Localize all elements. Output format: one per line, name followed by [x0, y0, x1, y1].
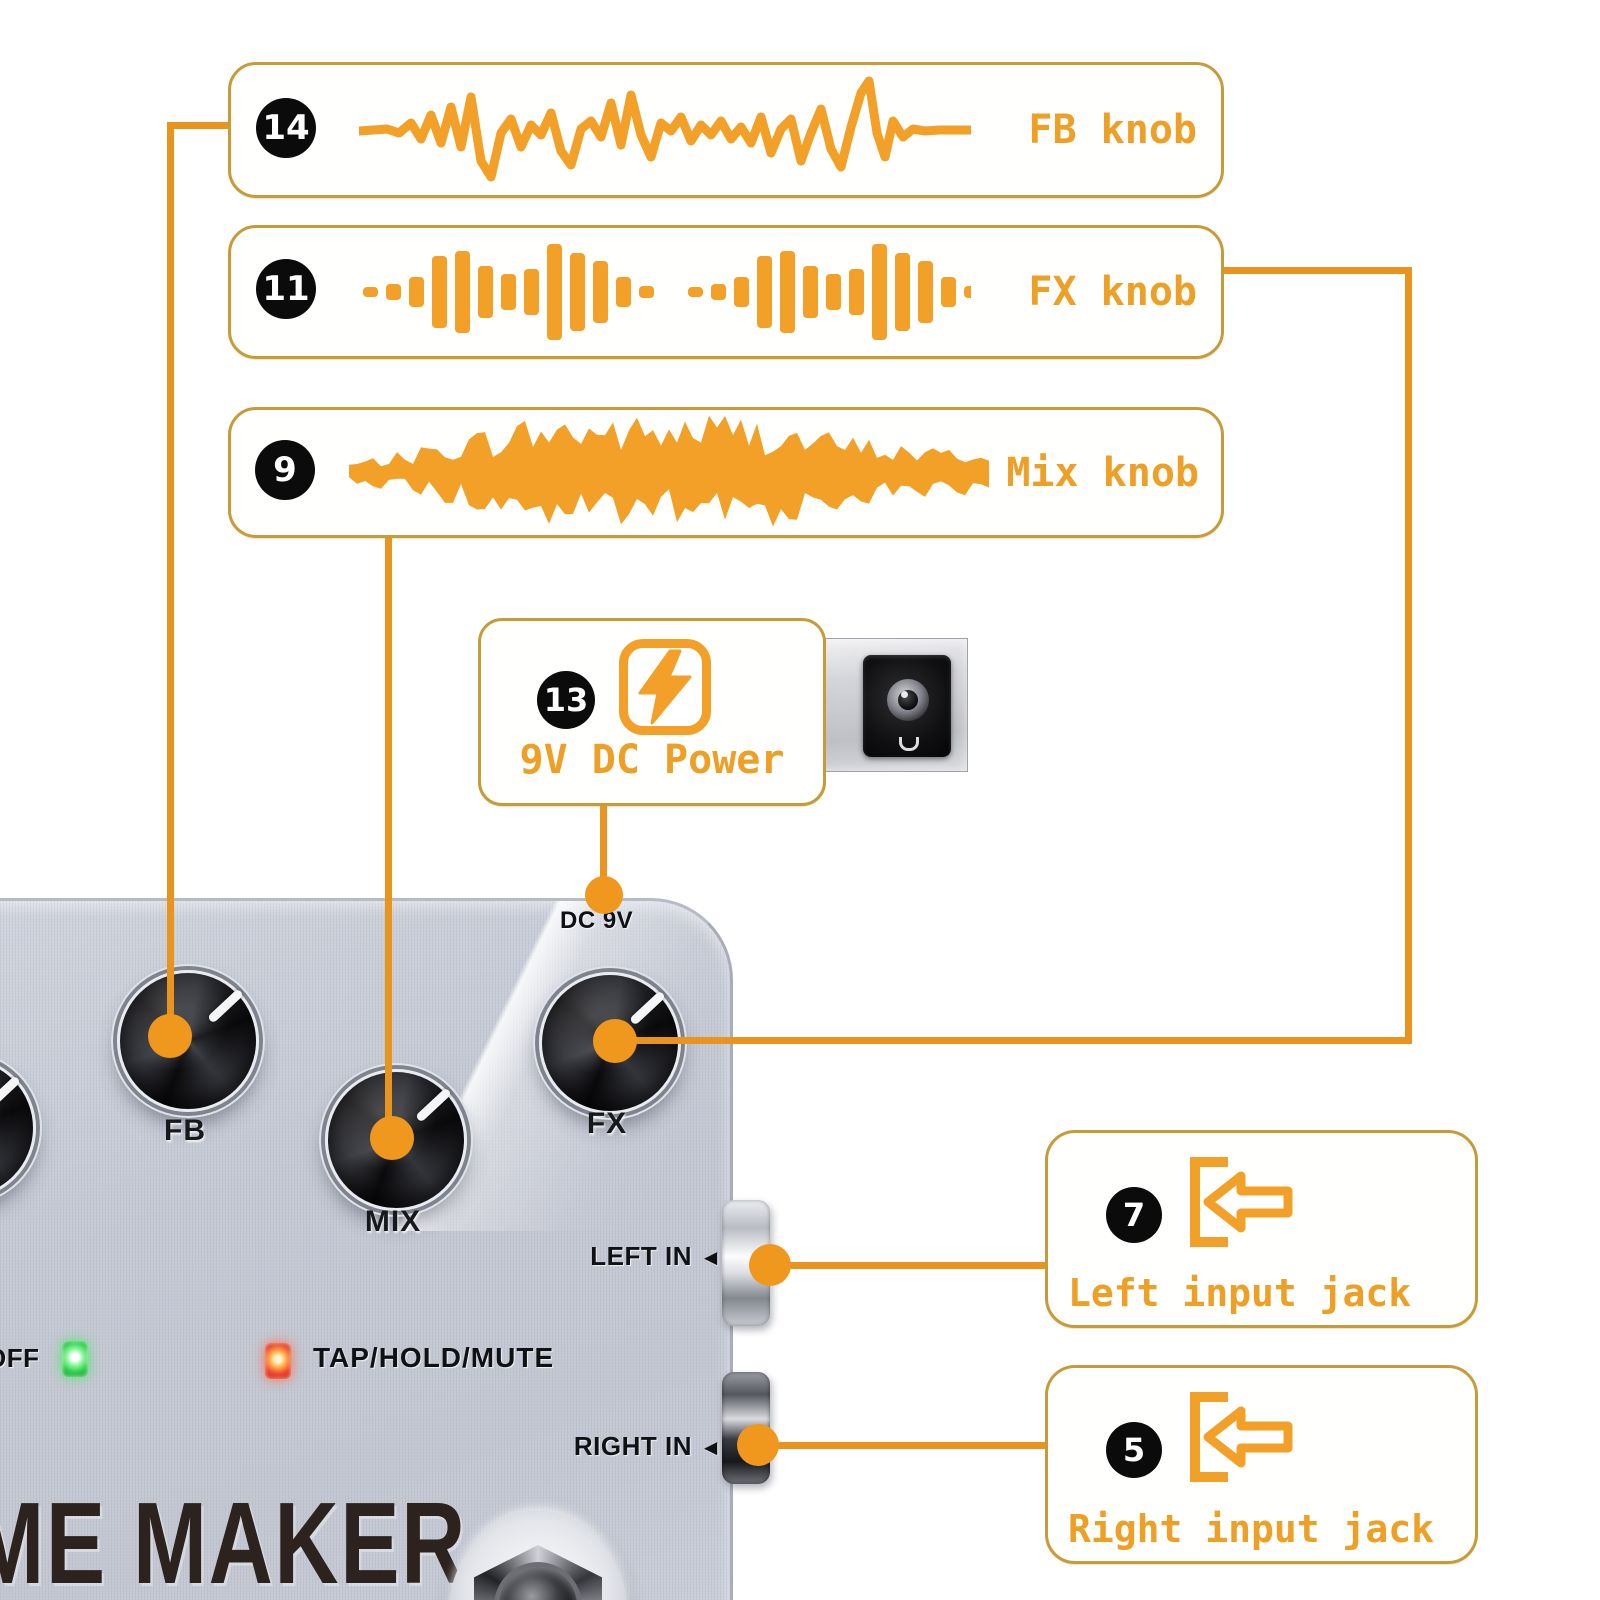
callout-left-input: 7 Left input jack — [1045, 1130, 1478, 1328]
waveform-dense-graphic — [349, 415, 989, 527]
dc-jack-mark — [899, 737, 919, 751]
right-in-text: RIGHT IN — [573, 1431, 692, 1461]
left-in-label: LEFT IN ◄ — [590, 1241, 722, 1272]
mix-knob-label: MIX — [364, 1205, 422, 1238]
mix-knob-dot — [370, 1116, 414, 1160]
lightning-icon — [619, 639, 711, 735]
onoff-label: OFF — [0, 1343, 40, 1373]
callout-right-input-label: Right input jack — [1068, 1507, 1435, 1551]
green-led — [62, 1341, 88, 1377]
callout-left-input-label: Left input jack — [1068, 1271, 1412, 1315]
badge-11: 11 — [256, 259, 316, 319]
input-arrow-icon — [1190, 1392, 1293, 1482]
leftin-dot — [749, 1244, 791, 1286]
connector-fx-bottom — [615, 1037, 1412, 1044]
fb-knob-label: FB — [164, 1114, 206, 1147]
callout-fb-knob: 14 FB knob — [228, 62, 1224, 198]
connector-dc-vertical — [600, 798, 607, 895]
dc-power-jack-photo — [812, 638, 968, 772]
badge-9: 9 — [255, 440, 315, 500]
right-in-arrow-icon: ◄ — [699, 1435, 722, 1460]
badge-5: 5 — [1106, 1422, 1162, 1478]
callout-fb-label: FB knob — [1028, 107, 1197, 153]
fx-knob-label: FX — [586, 1107, 628, 1140]
connector-fb-horizontal — [170, 122, 231, 129]
callout-mix-knob: 9 Mix knob — [228, 407, 1224, 538]
connector-fx-top — [1216, 267, 1412, 274]
footswitch — [448, 1511, 628, 1600]
callout-power: 13 9V DC Power — [478, 618, 826, 806]
connector-leftin-horizontal — [770, 1262, 1047, 1269]
right-in-label: RIGHT IN ◄ — [574, 1431, 722, 1462]
connector-rightin-horizontal — [758, 1442, 1047, 1449]
callout-mix-label: Mix knob — [1006, 449, 1199, 496]
badge-13: 13 — [537, 671, 595, 729]
dc-jack-ring — [887, 679, 929, 721]
left-in-text: LEFT IN — [590, 1241, 692, 1271]
callout-right-input: 5 Right input jack — [1045, 1365, 1478, 1564]
badge-7: 7 — [1106, 1187, 1162, 1243]
fb-knob-dot — [148, 1014, 192, 1058]
tap-hold-mute-label: TAP/HOLD/MUTE — [313, 1342, 555, 1373]
connector-fx-vertical — [1405, 267, 1412, 1044]
input-arrow-icon — [1190, 1157, 1293, 1247]
badge-14: 14 — [256, 98, 316, 158]
waveform-line-graphic — [359, 76, 971, 182]
connector-mix-vertical — [385, 530, 392, 1138]
callout-fx-knob: 11 FX knob — [228, 225, 1224, 359]
left-in-arrow-icon: ◄ — [699, 1245, 722, 1270]
callout-power-label: 9V DC Power — [519, 737, 785, 783]
red-led — [265, 1343, 291, 1379]
connector-fb-vertical — [167, 122, 174, 1036]
pedal-name: IME MAKER — [0, 1478, 467, 1600]
equalizer-bars-graphic — [363, 244, 971, 340]
dc-dot — [585, 876, 623, 914]
pedal-body: FB MIX FX DC 9V LEFT IN ◄ RIGHT IN ◄ OFF… — [0, 898, 733, 1600]
fx-knob-dot — [593, 1019, 637, 1063]
dc-jack-socket — [863, 655, 951, 757]
rightin-dot — [737, 1424, 779, 1466]
dc-jack-highlight — [901, 691, 908, 698]
callout-fx-label: FX knob — [1028, 269, 1197, 315]
lightning-bolt-glyph — [638, 649, 692, 725]
